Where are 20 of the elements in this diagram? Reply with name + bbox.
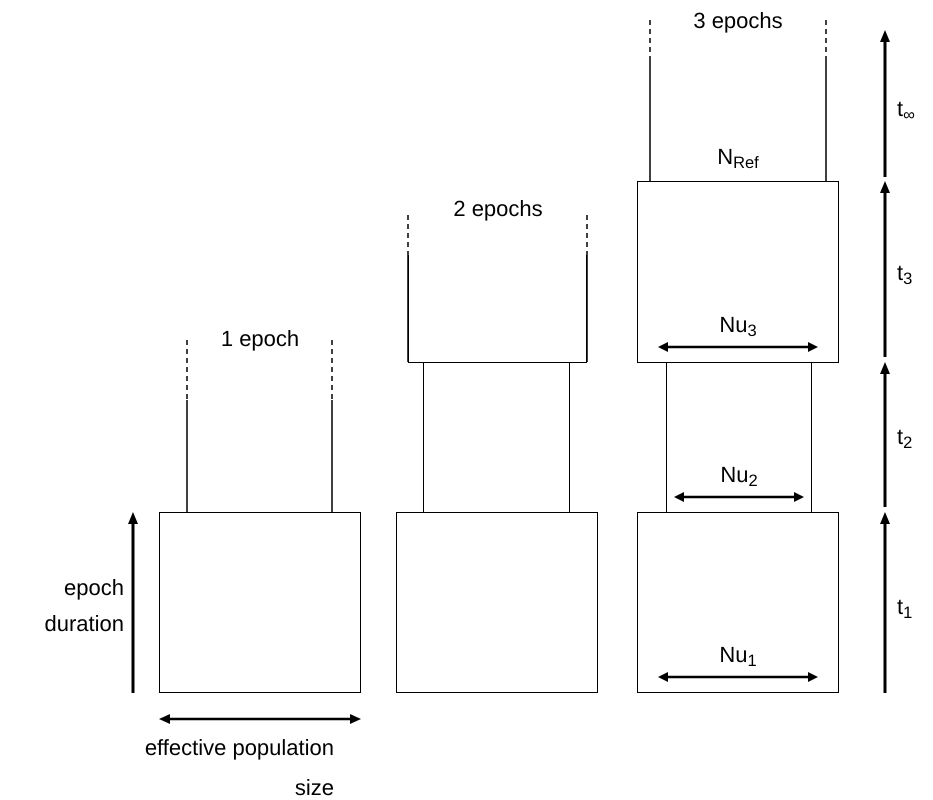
- population-label: Nu$_{2}$: [720, 462, 758, 488]
- epoch-box: [637, 512, 839, 693]
- population-label: N$_{Ref}$: [716, 143, 760, 173]
- time-label: t$_{1}$: [897, 593, 914, 623]
- epoch-box: [396, 512, 598, 693]
- population-label: Nu$_{3}$: [719, 312, 757, 338]
- population-label: Nu$_{1}$: [719, 642, 757, 668]
- axis-label: effective population size: [144, 734, 334, 800]
- column-title: 3 epochs: [692, 7, 784, 35]
- epoch-box: [408, 255, 587, 363]
- column-title: 2 epochs: [452, 195, 544, 223]
- time-label: t$_{3}$: [897, 259, 914, 289]
- column-title: 1 epoch: [220, 325, 300, 353]
- time-label: t$_{2}$: [897, 423, 914, 453]
- time-label: t$_{∞}$: [897, 95, 916, 125]
- epoch-box: [159, 512, 361, 693]
- epoch-box: [637, 181, 839, 363]
- epoch-box: [423, 362, 570, 513]
- epoch-box: [666, 362, 812, 513]
- axis-label: epoch duration: [43, 574, 124, 638]
